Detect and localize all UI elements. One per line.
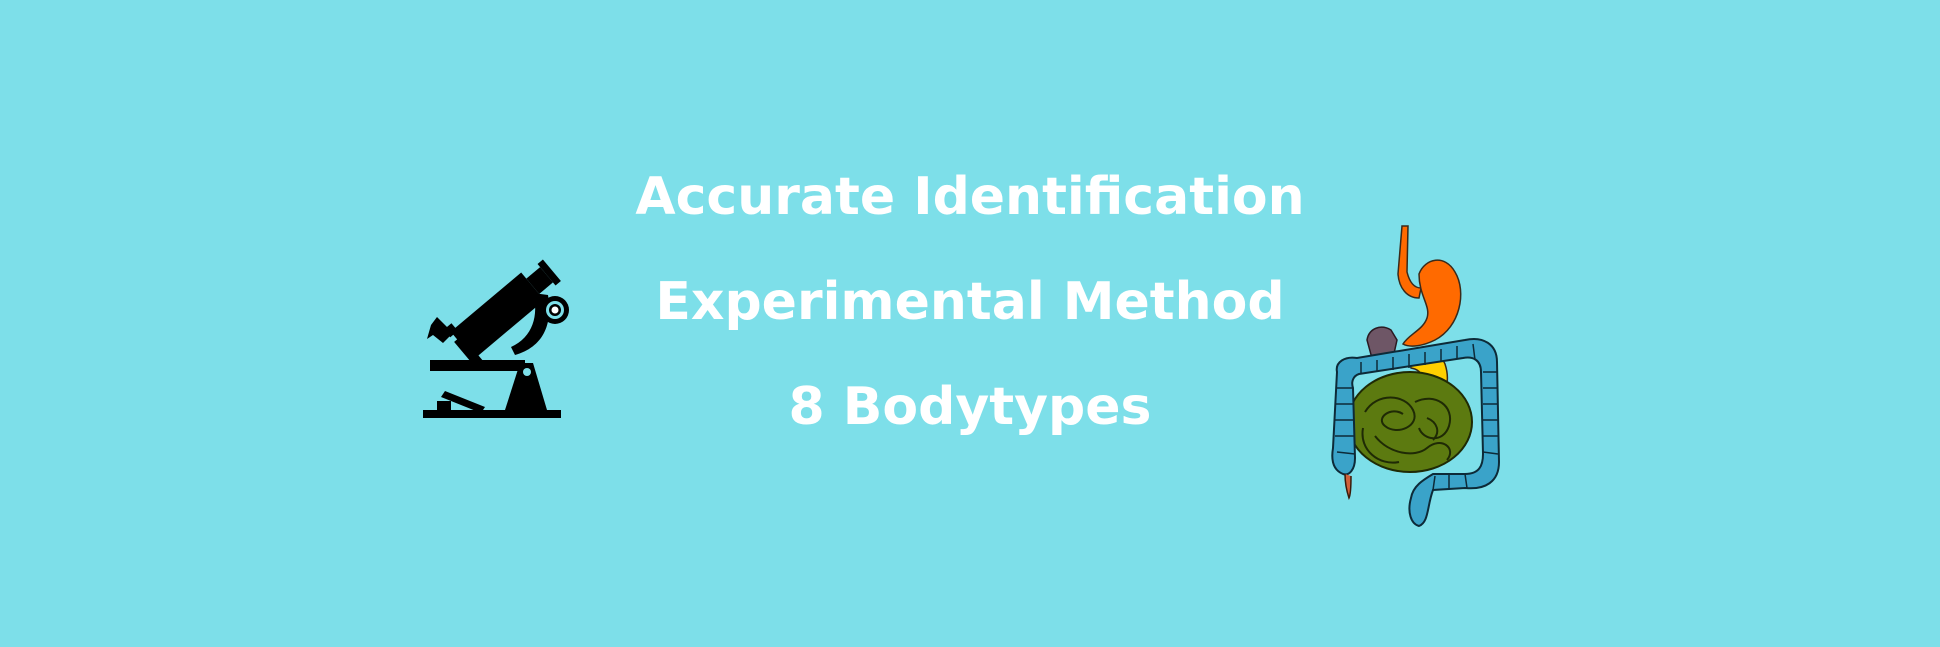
digestive-system-icon [1331, 225, 1501, 528]
headline-bodytypes: 8 Bodytypes [788, 377, 1152, 437]
headline-experimental-method: Experimental Method [655, 272, 1285, 332]
microscope-icon [423, 259, 569, 418]
headline-accurate-identification: Accurate Identification [635, 167, 1305, 227]
